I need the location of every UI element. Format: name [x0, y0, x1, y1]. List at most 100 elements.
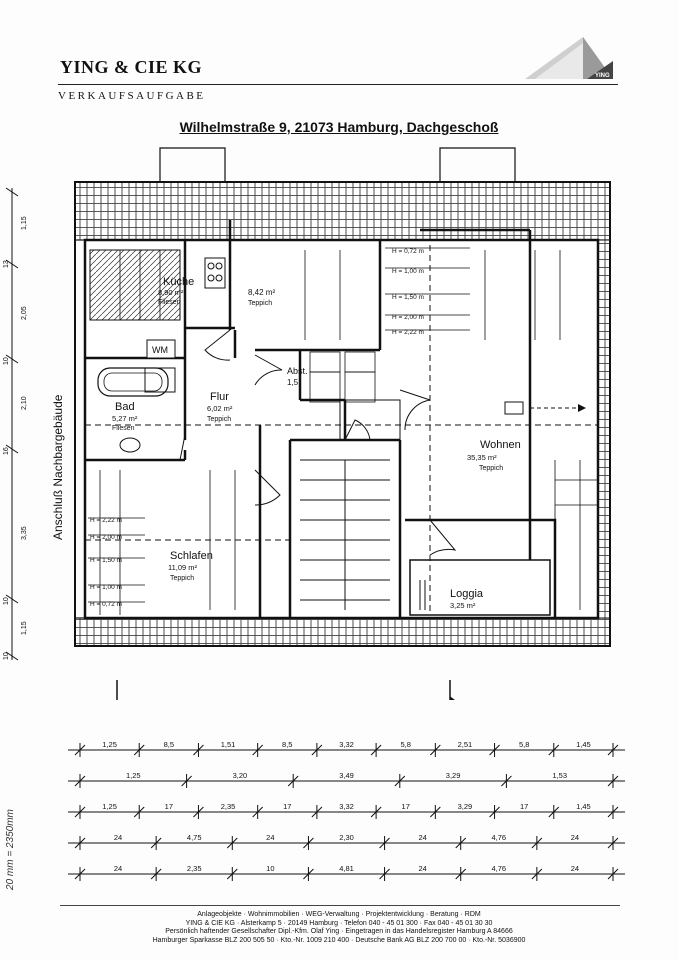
dim-tick [548, 743, 560, 757]
room-kueche-floor: Fliesen [158, 299, 181, 306]
dim-tick [607, 774, 619, 788]
dim-tick [74, 867, 86, 881]
dim-tick [489, 805, 500, 819]
footer-line-1: Anlageobjekte · Wohnimmobilien · WEG-Ver… [197, 911, 481, 918]
left-dim-1: 1,15 [21, 216, 28, 230]
dim-tick [74, 774, 86, 788]
room-abst-area: 1,5 [287, 378, 299, 387]
dim-tick [74, 836, 86, 850]
dim-tick [455, 867, 467, 881]
left-dim-2: 2,05 [21, 306, 28, 320]
dim-value: 5,8 [401, 740, 411, 749]
left-annot-3: 16 [3, 447, 10, 455]
dim-tick [226, 836, 238, 850]
dim-value: 17 [165, 802, 173, 811]
room-abst-name: Abst. [287, 366, 308, 376]
dim-value: 3,49 [339, 771, 354, 780]
dim-value: 1,51 [221, 740, 236, 749]
height-upper-2: H = 1,00 m [392, 268, 424, 275]
dim-value: 24 [571, 833, 579, 842]
dim-value: 24 [418, 864, 426, 873]
dim-value: 2,35 [221, 802, 236, 811]
dim-tick [287, 774, 299, 788]
dim-value: 17 [402, 802, 410, 811]
room-flur-area: 6,02 m² [207, 404, 233, 413]
height-lower-4: H = 1,00 m [90, 584, 122, 591]
dim-tick [311, 805, 323, 819]
dim-value: 3,32 [339, 740, 354, 749]
dim-tick [150, 836, 162, 850]
dim-tick [429, 743, 441, 757]
dim-tick [548, 805, 560, 819]
room-loggia-name: Loggia [450, 588, 484, 600]
left-annot-5: 10 [3, 652, 10, 660]
dim-tick [193, 805, 204, 819]
dim-value: 4,75 [187, 833, 202, 842]
dim-value: 2,30 [339, 833, 354, 842]
dim-value: 24 [114, 864, 122, 873]
dim-tick [150, 867, 162, 881]
left-dim-5: 1,15 [21, 621, 28, 635]
dim-value: 17 [283, 802, 291, 811]
dim-value: 8,5 [282, 740, 292, 749]
dim-tick [252, 743, 264, 757]
footer-rule [60, 905, 620, 906]
dim-value: 3,29 [458, 802, 473, 811]
dim-tick [133, 805, 145, 819]
dim-tick [607, 805, 619, 819]
dim-value: 4,81 [339, 864, 354, 873]
room-flur-floor: Teppich [207, 416, 231, 423]
dim-tick [181, 774, 192, 788]
dim-value: 24 [266, 833, 274, 842]
left-dim-4: 3,35 [21, 526, 28, 540]
room-schlafen-area: 11,09 m² [168, 563, 198, 572]
dim-tick [379, 867, 390, 881]
dim-value: 4,76 [491, 864, 506, 873]
dim-value: 1,25 [102, 740, 117, 749]
footer-line-3: Persönlich haftender Gesellschafter Dipl… [165, 928, 513, 935]
dim-value: 4,76 [491, 833, 506, 842]
dim-tick [531, 836, 543, 850]
left-annot-1: 13 [3, 260, 10, 268]
room-bad-name: Bad [115, 401, 135, 413]
dim-tick [74, 743, 86, 757]
dim-tick [133, 743, 145, 757]
company-name: YING & CIE KG [60, 57, 203, 77]
handwritten-scale-text: 20 mm = 2350mm [5, 809, 16, 891]
dim-value: 1,45 [576, 802, 591, 811]
dim-value: 24 [571, 864, 579, 873]
height-lower-1: H = 2,22 m [90, 517, 122, 524]
left-dim-3: 2,10 [21, 396, 28, 410]
height-upper-1: H = 0,72 m [392, 248, 424, 255]
dim-value: 1,25 [102, 802, 117, 811]
dim-tick [303, 836, 314, 850]
dim-tick [379, 836, 390, 850]
dim-value: 24 [418, 833, 426, 842]
room-2-floor: Teppich [248, 300, 272, 307]
footer: Anlageobjekte · Wohnimmobilien · WEG-Ver… [0, 911, 678, 945]
dim-tick [226, 867, 238, 881]
height-lower-2: H = 2,00 m [90, 534, 122, 541]
dim-tick [311, 743, 323, 757]
dim-value: 10 [266, 864, 274, 873]
dim-value: 1,25 [126, 771, 141, 780]
dim-tick [501, 774, 512, 788]
handwritten-scale-note: 20 mm = 2350mm [5, 809, 16, 891]
height-lower-3: H = 1,50 m [90, 557, 122, 564]
document-subtitle: VERKAUFSAUFGABE [58, 90, 206, 102]
dim-tick [252, 805, 264, 819]
room-wohnen-name: Wohnen [480, 439, 521, 451]
left-annot-2: 10 [3, 357, 10, 365]
dim-value: 8,5 [164, 740, 174, 749]
dim-tick [607, 836, 619, 850]
room-wohnen-area: 35,35 m² [467, 453, 497, 462]
dim-value: 17 [520, 802, 528, 811]
dim-value: 24 [114, 833, 122, 842]
height-upper-3: H = 1,50 m [392, 294, 424, 301]
dim-tick [193, 743, 204, 757]
company-logo: YING [525, 37, 613, 79]
room-wm-label: WM [152, 345, 168, 355]
plan-title: Wilhelmstraße 9, 21073 Hamburg, Dachgesc… [179, 119, 499, 135]
